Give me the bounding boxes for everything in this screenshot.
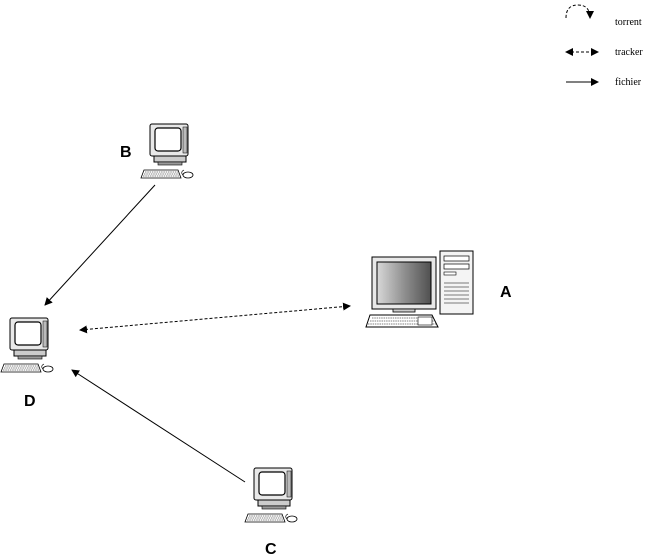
edge-b-to-d [44,184,156,306]
edge-d-to-a [79,302,351,334]
computer-icon [0,317,54,373]
curved-dashed-arrow-icon [565,4,594,19]
computer-icon [140,123,194,179]
legend-item-tracker: tracker [565,47,643,58]
computer-icon [244,467,298,523]
legend-label-torrent: torrent [615,17,642,28]
edges [44,184,351,483]
node-label-c: C [265,541,277,556]
legend-label-tracker: tracker [615,47,643,58]
edge-c-to-d [71,369,246,483]
node-d: D [0,317,54,410]
node-label-d: D [24,393,36,410]
legend: torrent tracker fichier [565,4,643,88]
desktop-tower-icon [365,250,474,328]
legend-item-torrent: torrent [565,4,642,28]
node-b: B [120,123,194,179]
node-label-b: B [120,144,132,161]
node-a: A [365,250,512,328]
node-label-a: A [500,284,512,301]
legend-label-fichier: fichier [615,77,642,88]
legend-item-fichier: fichier [566,77,642,88]
node-c: C [244,467,298,556]
